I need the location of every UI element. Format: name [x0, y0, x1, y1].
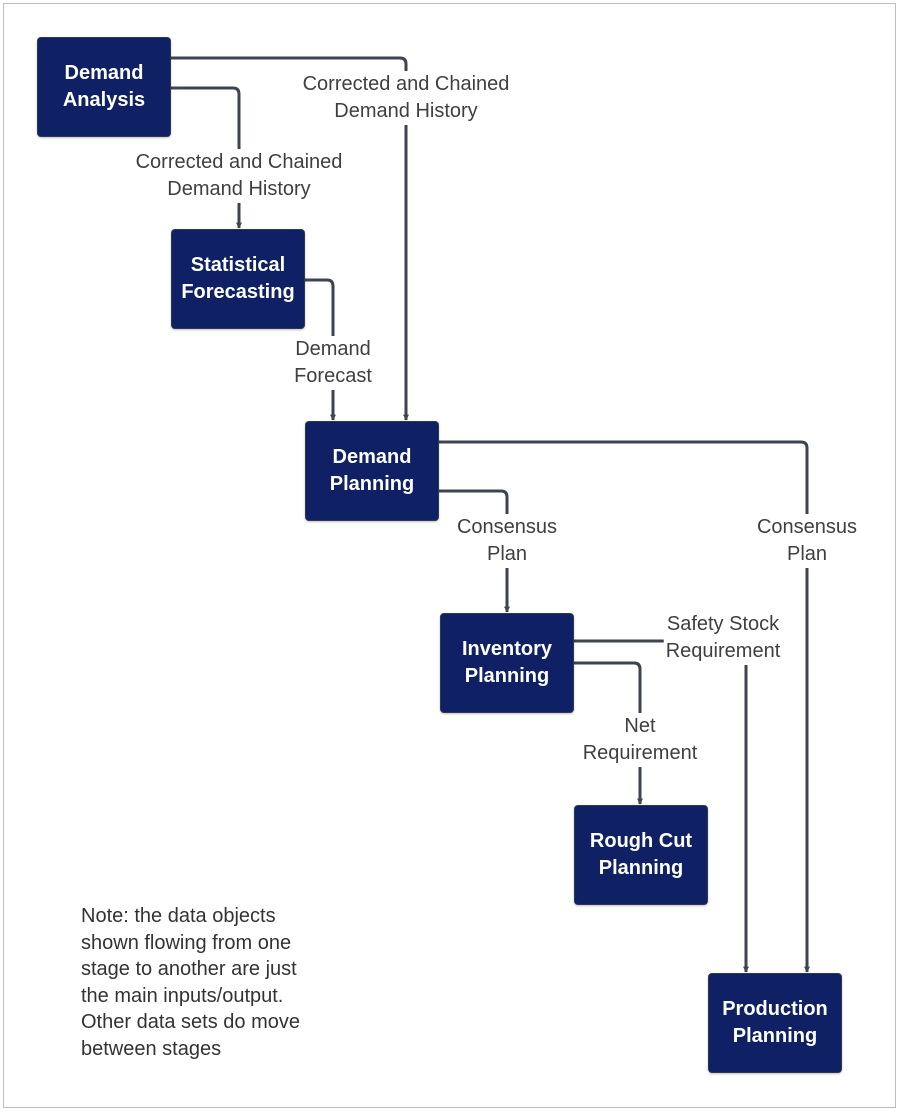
node-demand-planning[interactable]: Demand Planning — [305, 421, 439, 521]
node-production-planning[interactable]: Production Planning — [708, 973, 842, 1073]
edge-label-consensus-plan-production: Consensus Plan — [754, 514, 860, 568]
connector-demand-to-inventory — [439, 489, 510, 613]
edge-label-consensus-plan-inventory: Consensus Plan — [454, 514, 560, 568]
node-demand-analysis[interactable]: Demand Analysis — [37, 37, 171, 137]
connector-inventory-to-rough-cut — [574, 661, 643, 805]
connector-forecasting-to-demand-planning — [305, 278, 336, 421]
connector-demand-to-production — [439, 440, 810, 973]
edge-label-analysis-to-forecasting: Corrected and Chained Demand History — [133, 149, 345, 203]
diagram-note: Note: the data objects shown flowing fro… — [81, 905, 301, 1060]
edge-label-safety-stock-requirement: Safety Stock Requirement — [663, 611, 783, 665]
edge-label-demand-forecast: Demand Forecast — [292, 336, 374, 390]
edge-label-analysis-to-demand-planning: Corrected and Chained Demand History — [300, 71, 512, 125]
node-rough-cut-planning[interactable]: Rough Cut Planning — [574, 805, 708, 905]
edge-label-net-requirement: Net Requirement — [580, 713, 700, 767]
node-statistical-forecasting[interactable]: Statistical Forecasting — [171, 229, 305, 329]
node-inventory-planning[interactable]: Inventory Planning — [440, 613, 574, 713]
connector-analysis-to-demand-planning — [171, 56, 409, 421]
connector-analysis-to-forecasting — [171, 86, 242, 229]
